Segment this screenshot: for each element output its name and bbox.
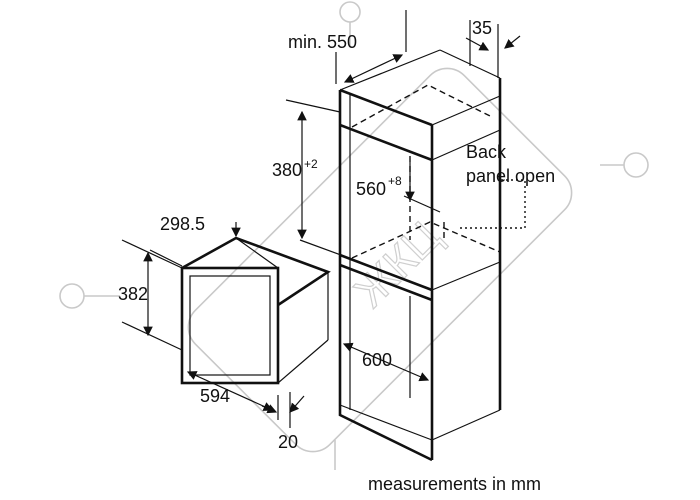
side-panel-label: 35	[472, 18, 492, 38]
microwave-appliance	[180, 236, 331, 385]
appliance-width-label: 594	[200, 386, 230, 406]
dimension-lines	[121, 10, 521, 428]
cabinet-inner-width-label: 600	[362, 350, 392, 370]
dimension-labels: min. 550 35 380 +2 560 +8 298.5 382 594 …	[118, 18, 555, 494]
watermark: ЖКЦ	[59, 1, 649, 470]
niche-height-label: 380	[272, 160, 302, 180]
back-panel-note-line1: Back	[466, 142, 507, 162]
appliance-depth-label: 298.5	[160, 214, 205, 234]
units-note: measurements in mm	[368, 474, 541, 494]
niche-width-tolerance: +8	[388, 174, 402, 188]
niche-height-tolerance: +2	[304, 157, 318, 171]
front-offset-label: 20	[278, 432, 298, 452]
cabinet-depth-label: min. 550	[288, 32, 357, 52]
tall-cabinet	[338, 49, 526, 462]
appliance-height-label: 382	[118, 284, 148, 304]
back-panel-note-line2: panel open	[466, 166, 555, 186]
niche-width-label: 560	[356, 179, 386, 199]
